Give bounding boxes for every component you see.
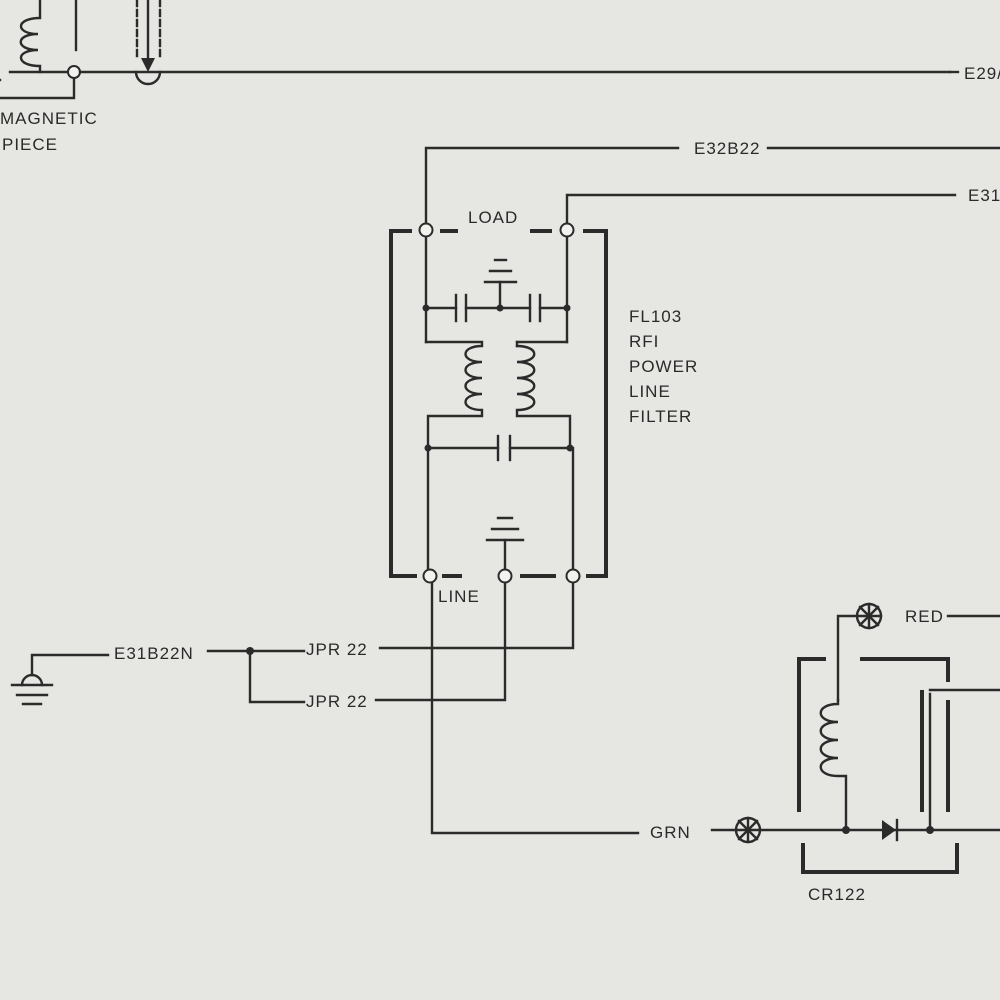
- filter-power-label: POWER: [629, 357, 698, 376]
- wire-label-e32b22: E32B22: [694, 139, 761, 158]
- arrow-down-icon: [141, 58, 155, 72]
- rfi-filter-fl103: [389, 222, 608, 584]
- load-feed-wires: [424, 146, 1000, 226]
- terminal: [67, 65, 81, 79]
- wire-label-grn: GRN: [650, 823, 691, 842]
- filter-rfi-label: RFI: [629, 332, 659, 351]
- jumper-wiring: [10, 581, 640, 835]
- wire-label-red: RED: [905, 607, 944, 626]
- line-terminal-ground: [497, 568, 513, 584]
- load-terminal-left: [418, 222, 434, 238]
- magnetic-label: MAGNETIC: [0, 109, 98, 128]
- load-label: LOAD: [468, 208, 518, 227]
- diode-icon: [882, 820, 896, 840]
- line-terminal-right: [565, 568, 581, 584]
- wire-label-e31: E31: [968, 186, 1000, 205]
- jumper-label-2: JPR 22: [306, 692, 368, 711]
- filter-id-label: FL103: [629, 307, 682, 326]
- piece-label: PIECE: [2, 135, 58, 154]
- line-terminal-left: [422, 568, 438, 584]
- connector-pin-icon: [855, 602, 883, 630]
- relay-label-cr122: CR122: [808, 885, 866, 904]
- connector-pin-icon: [734, 816, 762, 844]
- load-terminal-right: [559, 222, 575, 238]
- filter-line-label: LINE: [629, 382, 671, 401]
- wire-label-e31b22n: E31B22N: [114, 644, 194, 663]
- relay-cr122: [710, 602, 1000, 874]
- wire-label-e29: E29/: [964, 64, 1000, 83]
- line-label: LINE: [438, 587, 480, 606]
- jumper-label-1: JPR 22: [306, 640, 368, 659]
- magnetic-pickup-fragment: [0, 0, 960, 100]
- filter-filter-label: FILTER: [629, 407, 692, 426]
